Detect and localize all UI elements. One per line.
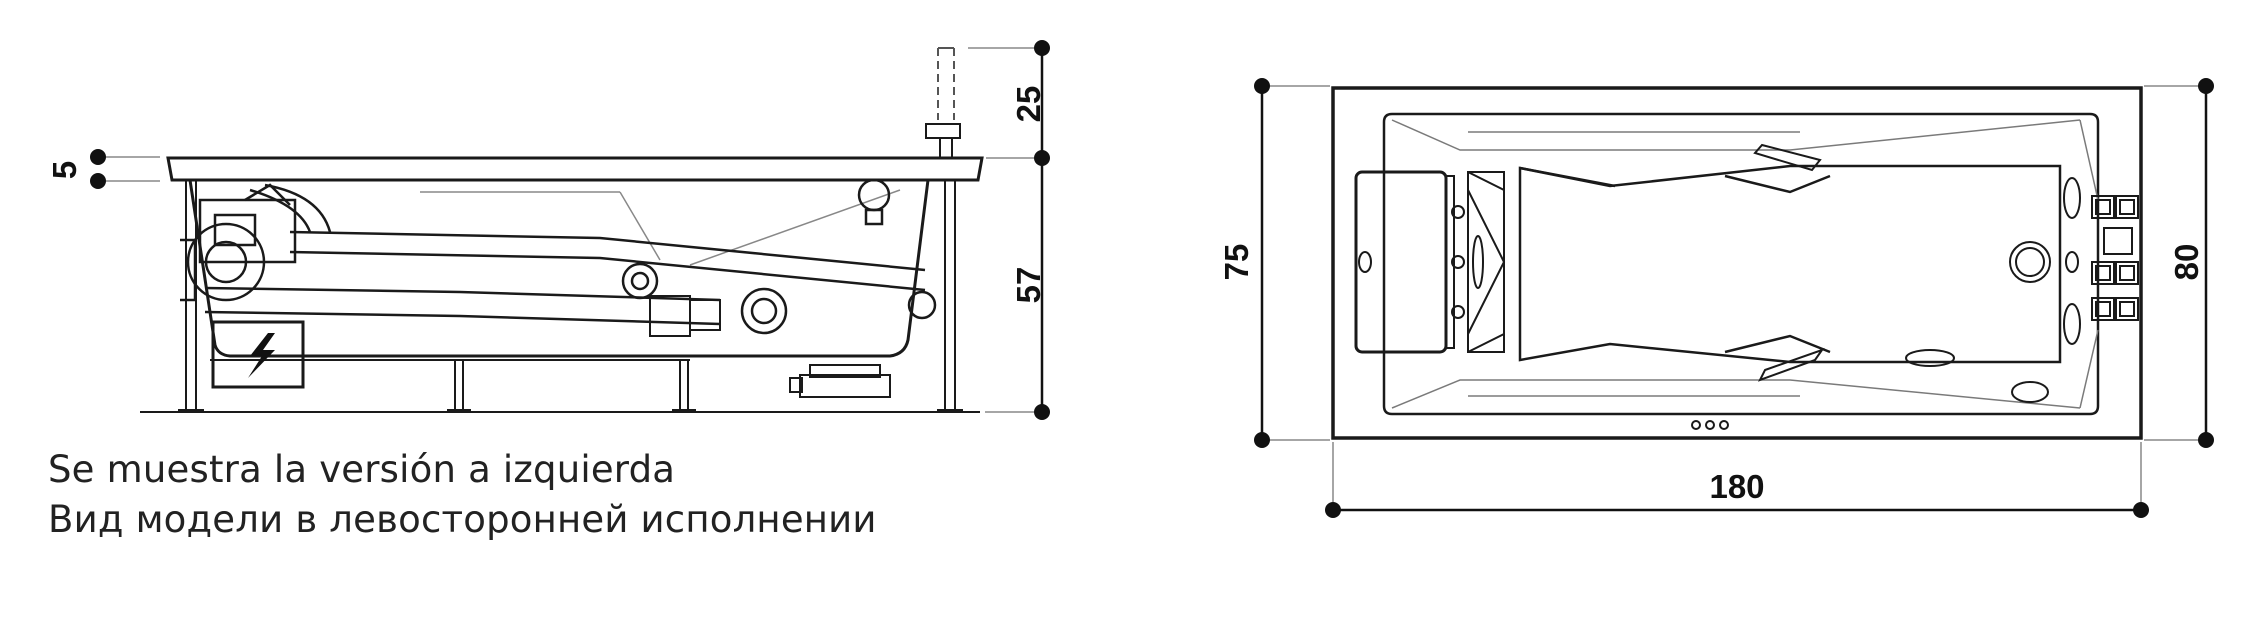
dimension-depth-outer: 75 xyxy=(1218,78,1330,448)
headrest xyxy=(1354,170,1455,354)
svg-text:80: 80 xyxy=(2168,244,2205,281)
dimension-length: 180 xyxy=(1325,442,2149,518)
control-panel xyxy=(2091,195,2139,321)
dimension-height: 57 xyxy=(985,158,1050,420)
electrical-box xyxy=(211,320,305,389)
lightning-icon xyxy=(248,333,275,378)
svg-text:75: 75 xyxy=(1218,244,1255,281)
svg-text:25: 25 xyxy=(1010,86,1047,123)
faucet-icon xyxy=(925,47,961,159)
dimension-faucet: 25 xyxy=(968,40,1050,166)
caption-russian: Вид модели в левосторонней исполнении xyxy=(48,498,877,541)
svg-text:57: 57 xyxy=(1010,267,1047,304)
caption-spanish: Se muestra la versión a izquierda xyxy=(48,448,676,491)
jet-blade xyxy=(1753,143,1825,382)
svg-text:5: 5 xyxy=(46,161,83,179)
top-view: 75 80 180 xyxy=(1218,78,2214,518)
side-view: 5 25 57 xyxy=(46,40,1050,420)
dimension-depth: 80 xyxy=(2144,78,2214,448)
svg-text:180: 180 xyxy=(1709,468,1764,505)
pump-motor xyxy=(180,183,297,302)
dimension-rim: 5 xyxy=(46,149,160,189)
